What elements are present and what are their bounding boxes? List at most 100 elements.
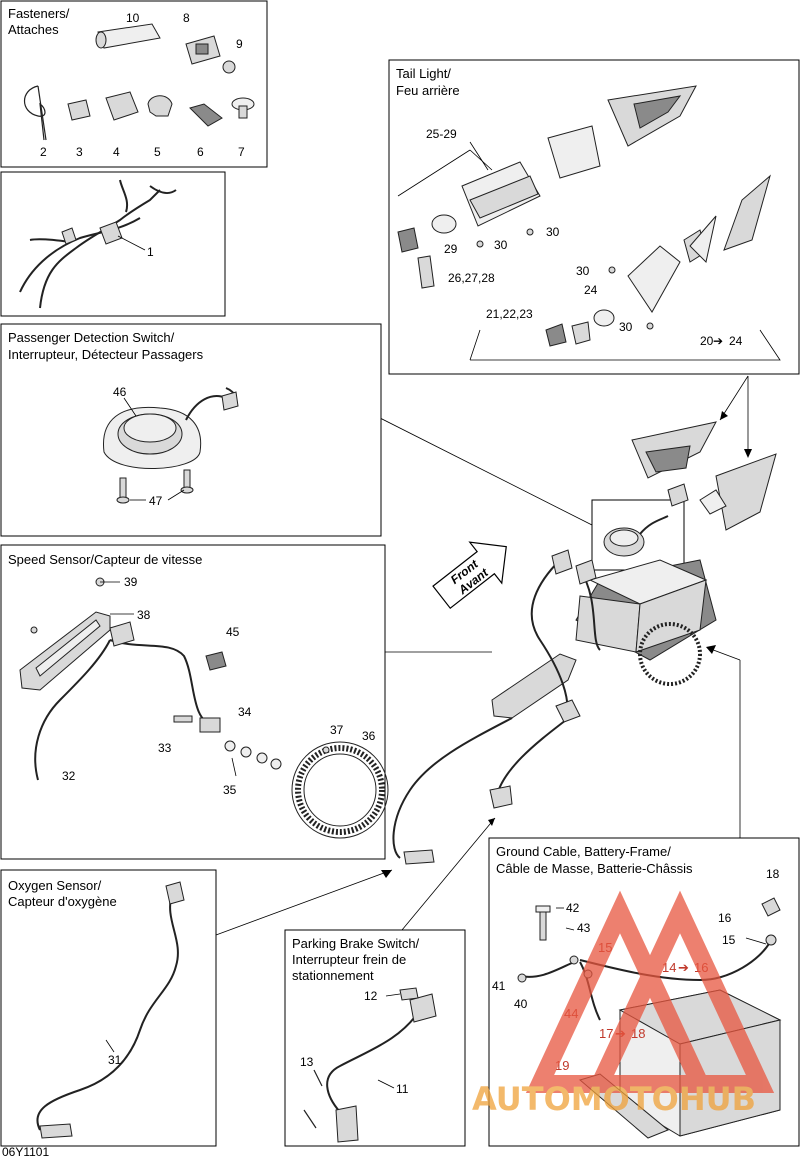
socket xyxy=(397,227,419,253)
part-1-harness xyxy=(19,179,177,309)
part-36-tone-ring xyxy=(291,741,389,839)
part-8-clip xyxy=(185,35,221,65)
label-46: 46 xyxy=(113,385,127,399)
fasteners-title-2: Attaches xyxy=(8,22,59,37)
label-21-22-23: 21,22,23 xyxy=(486,307,533,321)
label-30-b: 30 xyxy=(546,225,560,239)
part-10-tube xyxy=(95,23,161,49)
part-32-sensor-wire xyxy=(34,639,215,781)
part-4-clamp xyxy=(105,91,139,121)
label-12: 12 xyxy=(364,989,378,1003)
label-33: 33 xyxy=(158,741,172,755)
label-14-arrow: ➔ xyxy=(678,960,689,975)
passenger-title-2: Interrupteur, Détecteur Passagers xyxy=(8,347,204,362)
harness-panel: 1 xyxy=(0,171,226,317)
label-36: 36 xyxy=(362,729,376,743)
label-5: 5 xyxy=(154,145,161,159)
label-40: 40 xyxy=(514,997,528,1011)
connector-lines xyxy=(215,375,752,936)
bulb-24 xyxy=(593,309,615,327)
label-42: 42 xyxy=(566,901,580,915)
label-32: 32 xyxy=(62,769,76,783)
label-30-a: 30 xyxy=(494,238,508,252)
label-9: 9 xyxy=(236,37,243,51)
part-47-screws xyxy=(116,469,194,504)
label-1: 1 xyxy=(147,245,154,259)
oxygen-title-1: Oxygen Sensor/ xyxy=(8,878,102,893)
speed-sensor-panel: Speed Sensor/Capteur de vitesse xyxy=(0,544,389,860)
label-31: 31 xyxy=(108,1053,122,1067)
label-29: 29 xyxy=(444,242,458,256)
label-2: 2 xyxy=(40,145,47,159)
label-15-a: 15 xyxy=(722,933,736,947)
label-range-arrow: ➔ xyxy=(713,334,723,348)
watermark-logo: AUTOMOTOHUB xyxy=(472,890,775,1118)
label-37: 37 xyxy=(330,723,344,737)
label-11: 11 xyxy=(396,1082,409,1096)
label-35: 35 xyxy=(223,783,237,797)
label-24: 24 xyxy=(584,283,598,297)
passenger-title-1: Passenger Detection Switch/ xyxy=(8,330,175,345)
label-13: 13 xyxy=(300,1055,314,1069)
label-38: 38 xyxy=(137,608,151,622)
label-41: 41 xyxy=(492,979,506,993)
part-7-rivet xyxy=(231,97,255,119)
label-47: 47 xyxy=(149,494,163,508)
part-31-oxygen-sensor xyxy=(36,881,185,1139)
tail-light-panel: Tail Light/ Feu arrière 25-29 29 30 30 xyxy=(388,59,800,375)
label-45: 45 xyxy=(226,625,240,639)
part-11-switch xyxy=(326,993,437,1143)
label-8: 8 xyxy=(183,11,190,25)
part-34-sensor xyxy=(199,717,221,733)
bulb-29 xyxy=(431,214,457,234)
part-35-washers xyxy=(224,740,282,770)
tail-light-title-2: Feu arrière xyxy=(396,83,460,98)
tail-light-title-1: Tail Light/ xyxy=(396,66,451,81)
label-4: 4 xyxy=(113,145,120,159)
label-24-range: 24 xyxy=(729,334,743,348)
parking-brake-panel: Parking Brake Switch/ Interrupteur frein… xyxy=(284,929,466,1147)
ground-title-1: Ground Cable, Battery-Frame/ xyxy=(496,844,671,859)
oxygen-title-2: Capteur d'oxygène xyxy=(8,894,117,909)
label-16: 16 xyxy=(718,911,732,925)
fasteners-title-1: Fasteners/ xyxy=(8,6,70,21)
front-arrow: Front Avant xyxy=(432,541,507,610)
part-6-clip xyxy=(189,103,223,127)
connector-26-28 xyxy=(417,255,435,289)
label-43: 43 xyxy=(577,921,591,935)
part-45-grommet xyxy=(205,651,227,671)
tail-light-right-housing xyxy=(627,245,681,313)
label-30-c: 30 xyxy=(576,264,590,278)
parking-title-1: Parking Brake Switch/ xyxy=(292,936,420,951)
label-34: 34 xyxy=(238,705,252,719)
part-18-nut xyxy=(761,897,781,917)
fasteners-panel: Fasteners/ Attaches 10 xyxy=(0,0,268,168)
part-5-clip xyxy=(147,95,173,117)
part-3-block xyxy=(67,99,91,121)
label-25-29: 25-29 xyxy=(426,127,457,141)
part-9-nut xyxy=(222,60,236,74)
part-2-tie xyxy=(23,85,47,141)
label-26-27-28: 26,27,28 xyxy=(448,271,495,285)
ground-title-2: Câble de Masse, Batterie-Châssis xyxy=(496,861,693,876)
passenger-panel: Passenger Detection Switch/ Interrupteur… xyxy=(0,323,382,537)
part-12-clip xyxy=(399,987,419,1001)
tail-light-right-lens xyxy=(723,174,771,251)
oxygen-sensor-panel: Oxygen Sensor/ Capteur d'oxygène 31 xyxy=(0,869,217,1147)
part-13-screws xyxy=(303,1069,323,1129)
watermark-text: AUTOMOTOHUB xyxy=(472,1080,756,1118)
label-7: 7 xyxy=(238,145,245,159)
label-20: 20 xyxy=(700,334,714,348)
figure-code: 06Y1101 xyxy=(2,1145,49,1159)
speed-sensor-title: Speed Sensor/Capteur de vitesse xyxy=(8,552,202,567)
label-6: 6 xyxy=(197,145,204,159)
part-46-switch xyxy=(103,387,239,469)
parking-title-3: stationnement xyxy=(292,968,374,983)
label-18: 18 xyxy=(766,867,780,881)
label-3: 3 xyxy=(76,145,83,159)
label-30-d: 30 xyxy=(619,320,633,334)
parking-title-2: Interrupteur frein de xyxy=(292,952,406,967)
tail-light-bracket xyxy=(547,125,601,179)
part-33-bolt xyxy=(173,715,193,723)
